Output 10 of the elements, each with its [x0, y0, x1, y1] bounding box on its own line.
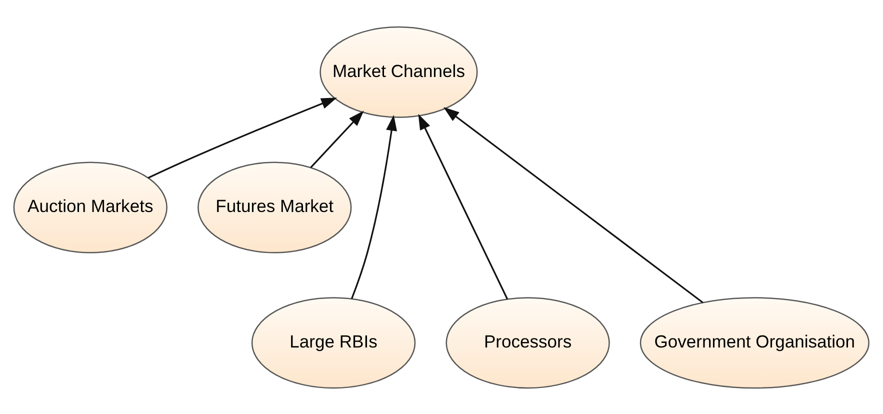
arrow [443, 106, 704, 303]
node-ellipse: Government Organisation [640, 296, 870, 388]
node-ellipse: Processors [446, 296, 610, 388]
node-ellipse: Large RBIs [251, 296, 416, 388]
arrow [350, 114, 398, 298]
arrow [310, 110, 364, 168]
arrow [148, 97, 338, 178]
arrow [418, 113, 508, 299]
node-ellipse: Auction Markets [13, 161, 168, 253]
node-ellipse: Futures Market [198, 161, 352, 253]
